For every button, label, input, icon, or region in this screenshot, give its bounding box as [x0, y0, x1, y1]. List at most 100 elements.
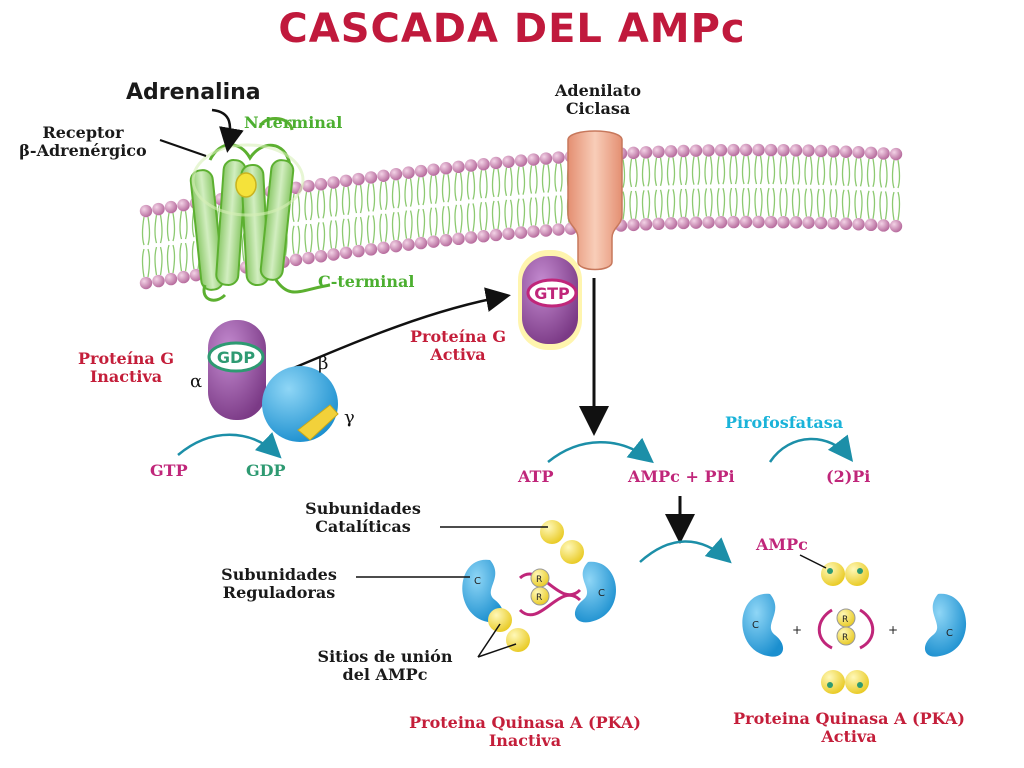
lipid-head — [827, 217, 840, 230]
lipid-tail — [329, 188, 338, 249]
pka-inactive: C C R R — [462, 520, 617, 652]
lipid-head — [802, 216, 815, 229]
lipid-tail — [541, 164, 551, 225]
pka-active-label-line2: Activa — [821, 727, 877, 747]
lipid-tail — [479, 170, 488, 231]
lipid-tail — [641, 158, 651, 219]
lipid-head — [627, 146, 640, 160]
pka-inactive-c-left: C — [474, 576, 481, 587]
receptor-pointer-line — [159, 139, 207, 157]
lipid-head — [402, 238, 415, 251]
lipid-head — [389, 167, 403, 181]
lipid-head — [389, 239, 403, 253]
lipid-head — [852, 218, 865, 231]
lipid-head — [827, 145, 840, 158]
lipid-head — [489, 228, 503, 242]
phosphate-label: (2)Pi — [826, 467, 871, 486]
lipid-head — [402, 166, 415, 179]
lipid-head — [302, 251, 315, 265]
lipid-head — [177, 198, 190, 212]
lipid-tail — [466, 171, 476, 232]
lipid-head — [377, 169, 390, 182]
lipid-tail — [729, 155, 738, 217]
lipid-tail — [179, 210, 188, 272]
lipid-head — [452, 232, 465, 246]
pka-active-plus-right: + — [888, 623, 898, 637]
lipid-head — [677, 144, 690, 158]
lipid-tail — [754, 155, 763, 217]
lipid-head — [889, 219, 903, 233]
lipid-head — [452, 160, 465, 174]
catalytic-subunits-label-line2: Catalíticas — [315, 517, 411, 537]
lipid-tail — [454, 172, 463, 233]
c-terminal-label: C-terminal — [318, 272, 415, 291]
lipid-tail — [529, 165, 538, 226]
lipid-head — [789, 216, 803, 229]
adenylyl-cyclase-label-line1: Adenilato — [555, 81, 641, 100]
lipid-head — [727, 143, 740, 157]
binding-site-pointer-line-1 — [477, 623, 501, 658]
adrenaline-label: Adrenalina — [126, 80, 261, 105]
lipid-tail — [704, 156, 713, 217]
lipid-head — [414, 236, 428, 250]
lipid-tail — [391, 180, 401, 241]
lipid-tail — [691, 156, 701, 217]
lipid-head — [877, 219, 890, 232]
gtp-gdp-arrow — [177, 432, 282, 459]
lipid-head — [652, 217, 665, 231]
lipid-head — [639, 146, 653, 159]
lipid-head — [439, 234, 453, 247]
lipid-tail — [841, 157, 851, 218]
gamma-subunit-label: γ — [344, 407, 355, 428]
lipid-head — [702, 144, 715, 157]
lipid-tail — [816, 156, 826, 218]
gtp-bubble-text: GTP — [534, 284, 570, 303]
lipid-tail — [491, 168, 501, 230]
lipid-tail — [429, 175, 438, 236]
lipid-head — [839, 217, 853, 230]
lipid-tail — [291, 193, 301, 254]
pka-active-c-right: C — [946, 628, 953, 639]
ampc-ppi-label: AMPc + PPi — [628, 467, 735, 486]
lipid-head — [352, 244, 365, 258]
lipid-head — [314, 250, 328, 263]
lipid-tail — [166, 212, 176, 274]
g-protein-inactive-label-line1: Proteína G — [77, 349, 174, 368]
pka-inactive-label-line2: Inactiva — [488, 731, 562, 751]
diagram-title: CASCADA DEL AMPc — [278, 6, 746, 52]
regulatory-subunits-label-line1: Subunidades — [221, 565, 337, 584]
lipid-tail — [504, 167, 513, 228]
lipid-head — [777, 215, 790, 229]
lipid-head — [764, 215, 778, 229]
lipid-head — [802, 144, 815, 157]
lipid-head — [652, 145, 665, 159]
atp-label: ATP — [518, 467, 554, 486]
lipid-head — [639, 218, 653, 231]
lipid-head — [339, 246, 353, 259]
lipid-head — [527, 153, 540, 166]
lipid-tail — [804, 156, 813, 217]
lipid-tail — [779, 156, 788, 217]
lipid-head — [477, 230, 490, 243]
lipid-tail — [891, 160, 901, 221]
lipid-head — [502, 227, 515, 240]
lipid-head — [839, 145, 853, 158]
pka-activation-arrow — [639, 537, 732, 564]
binding-sites-label-line1: Sitios de unión — [317, 647, 453, 666]
g-protein-inactive: GDP — [207, 320, 339, 442]
lipid-head — [177, 270, 190, 284]
lipid-head — [864, 218, 878, 232]
lipid-tail — [679, 156, 688, 218]
g-protein-active-label-line1: Proteína G — [409, 327, 506, 346]
lipid-tail — [416, 177, 426, 238]
lipid-head — [689, 144, 703, 157]
binding-site-pointer-line-2 — [477, 643, 517, 658]
lipid-tail — [666, 157, 676, 218]
lipid-head — [539, 224, 553, 237]
atp-ampc-arrow — [547, 437, 654, 464]
pka-active-r-top: R — [842, 615, 848, 625]
lipid-head — [752, 143, 765, 157]
lipid-head — [489, 156, 503, 170]
lipid-head — [752, 215, 765, 229]
